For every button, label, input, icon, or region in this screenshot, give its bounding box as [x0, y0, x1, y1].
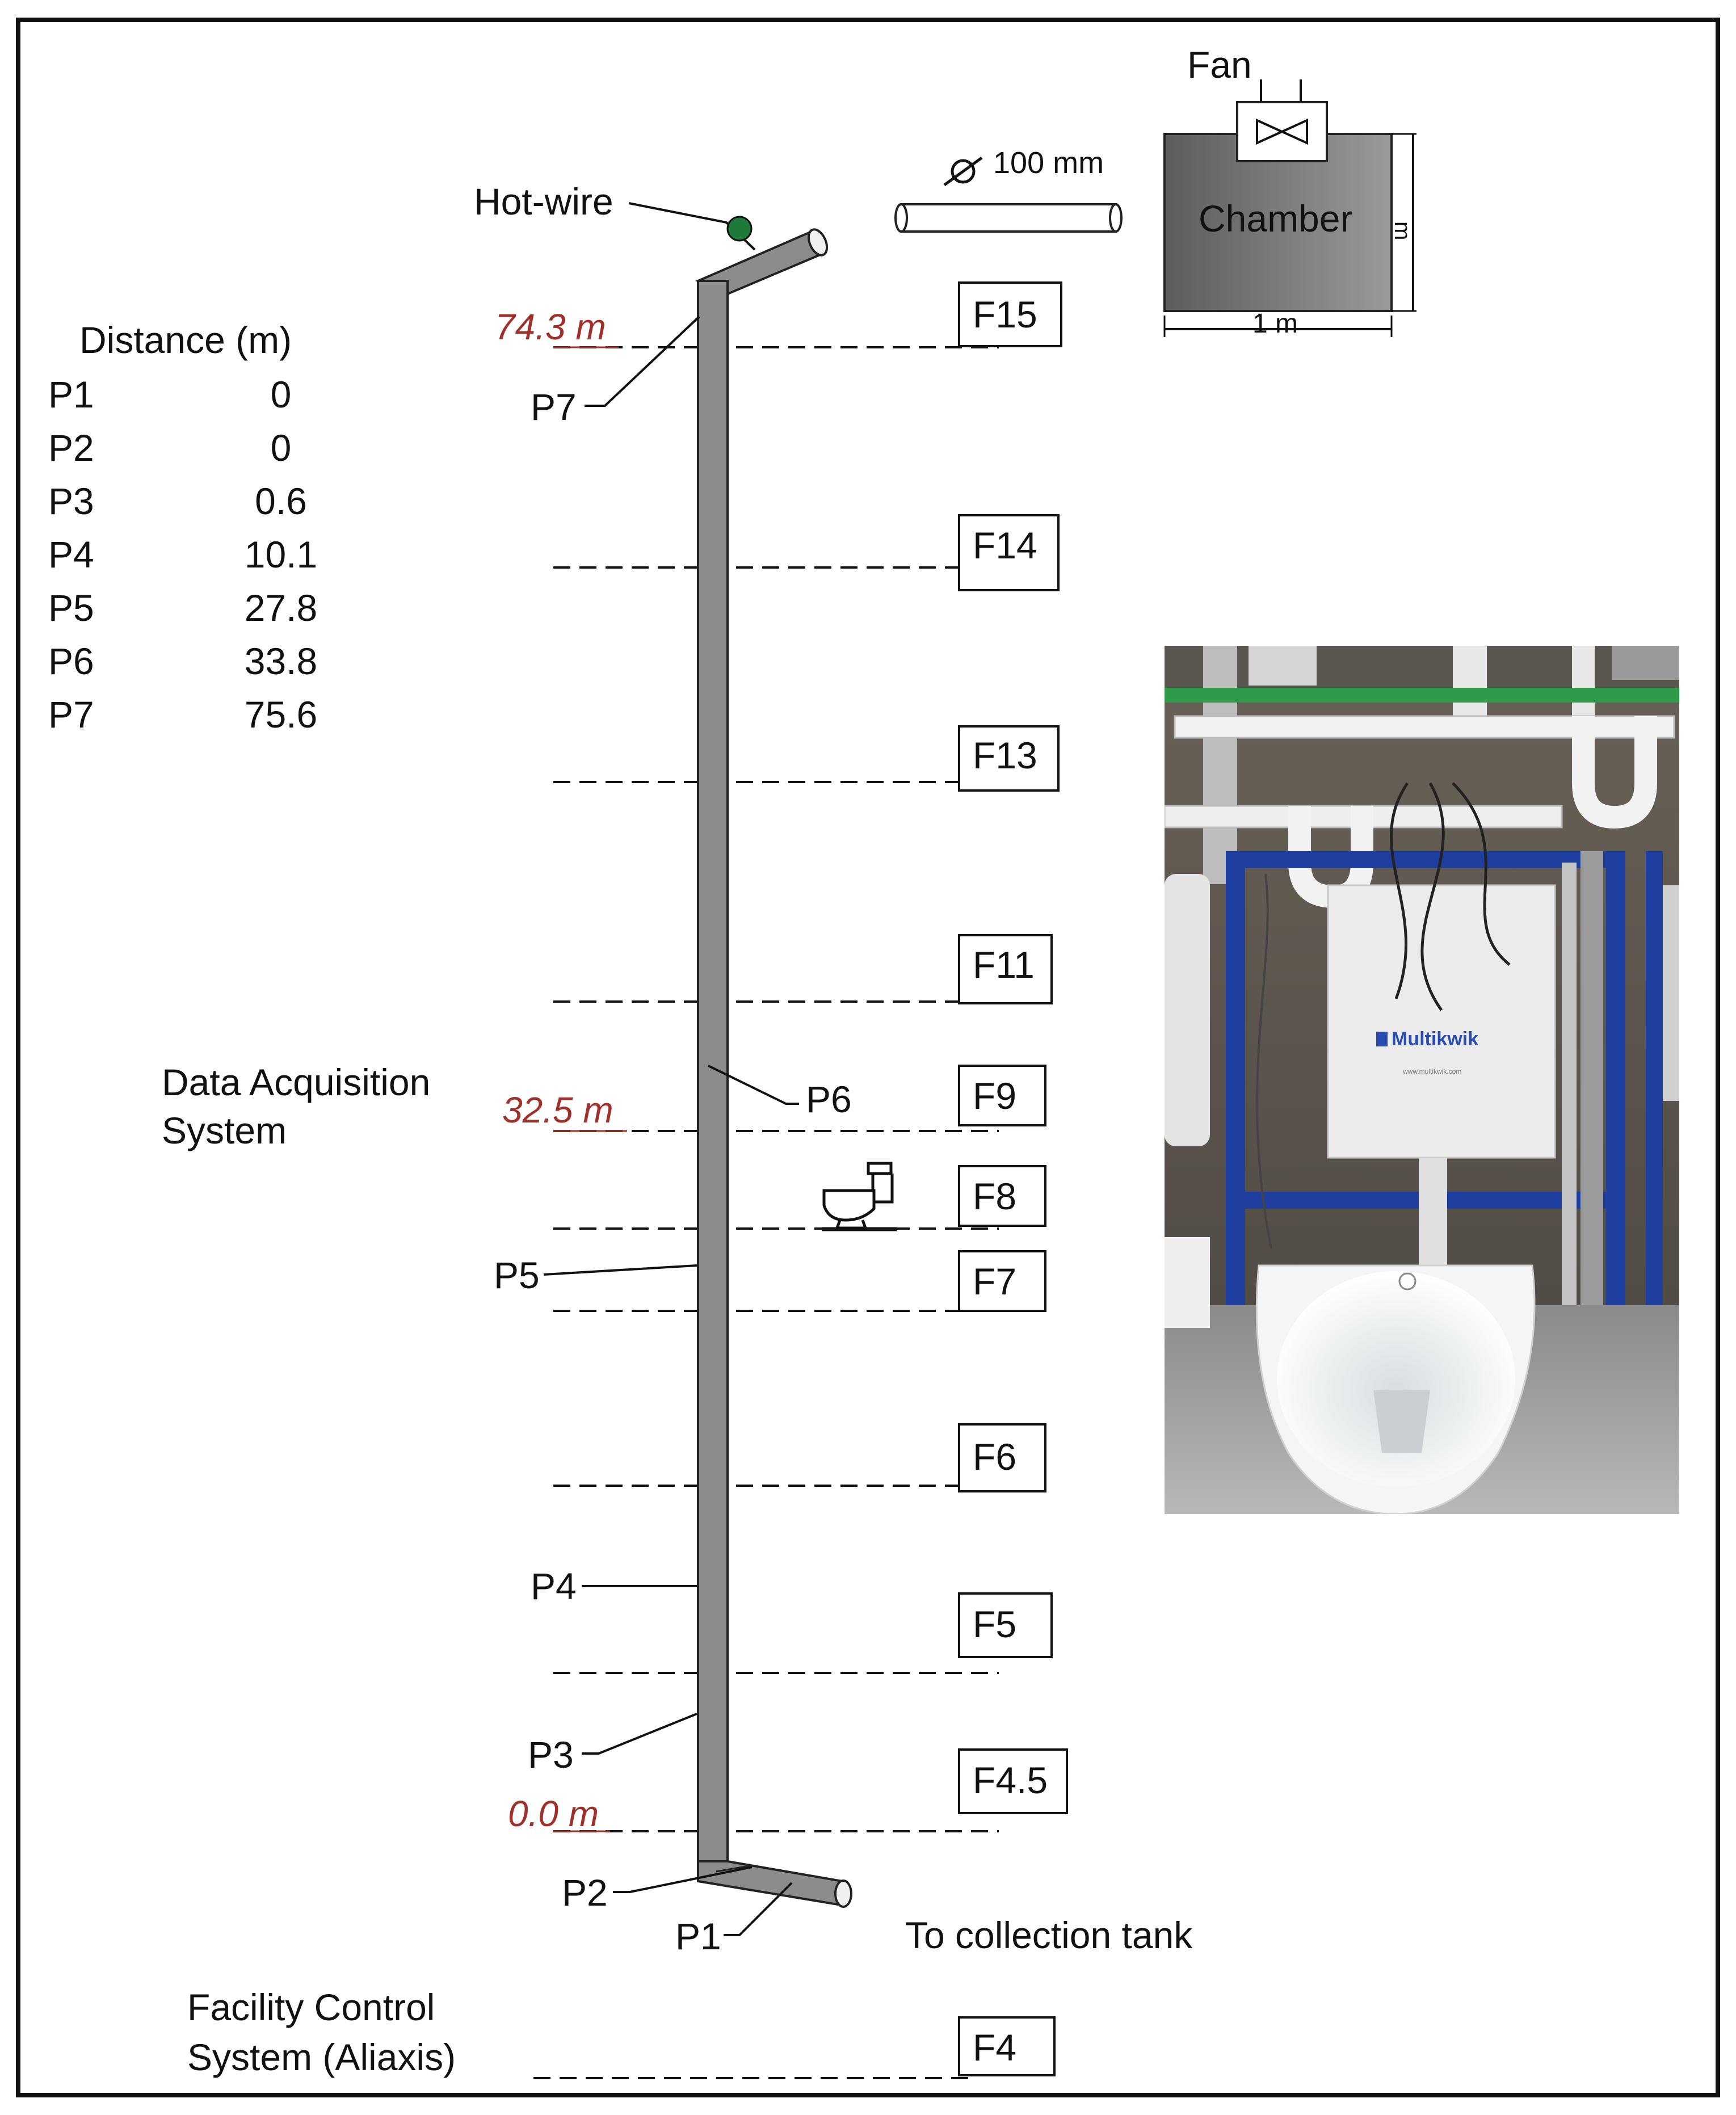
point-p1: P1	[675, 1882, 793, 1957]
photo-brand-url: www.multikwik.com	[1402, 1067, 1461, 1075]
fan-label: Fan	[1187, 44, 1252, 86]
floor-lines	[533, 346, 999, 2079]
svg-text:F9: F9	[973, 1075, 1016, 1117]
hot-wire-sensor: Hot-wire	[474, 180, 756, 251]
chamber: Chamber Fan 1 m m	[1163, 44, 1416, 339]
svg-text:P6: P6	[806, 1078, 852, 1120]
floor-box-f13: F13	[958, 725, 1060, 792]
floor-box-f45: F4.5	[958, 1748, 1068, 1814]
floor-box-f15: F15	[958, 281, 1062, 347]
floor-boxes: F15 F14 F13 F11 F9 F8 F7 F6 F5 F4.5 F4	[958, 281, 1068, 2076]
floor-box-f5: F5	[958, 1592, 1053, 1658]
floor-box-f11: F11	[958, 934, 1053, 1004]
point-p6: P6	[708, 1065, 852, 1120]
point-p7: P7	[531, 316, 700, 428]
distance-row-value: 75.6	[245, 693, 317, 735]
svg-text:P7: P7	[531, 386, 577, 428]
svg-text:F11: F11	[973, 944, 1035, 986]
svg-text:F4.5: F4.5	[973, 1759, 1048, 1801]
height-label-top: 74.3 m	[495, 306, 606, 347]
floor-box-f7: F7	[958, 1250, 1046, 1312]
stack-pipe	[695, 228, 852, 1908]
fan-icon	[1256, 118, 1308, 145]
hot-wire-dot	[726, 216, 753, 242]
distance-row-value: 0	[271, 427, 292, 469]
svg-text:P1: P1	[675, 1915, 721, 1957]
svg-text:F5: F5	[973, 1603, 1016, 1645]
distance-row-label: P3	[48, 480, 94, 522]
supply-pipe: 100 mm	[894, 146, 1123, 233]
data-acquisition-label-line2: System	[162, 1109, 287, 1151]
floor-box-f14: F14	[958, 514, 1060, 591]
distance-row-value: 10.1	[245, 533, 317, 575]
svg-text:F4: F4	[973, 2026, 1016, 2068]
toilet-icon	[822, 1162, 897, 1231]
hot-wire-label: Hot-wire	[474, 180, 613, 222]
svg-text:P2: P2	[562, 1872, 608, 1914]
svg-text:P5: P5	[494, 1254, 540, 1296]
floor-box-f4: F4	[958, 2016, 1056, 2076]
distance-row-label: P4	[48, 533, 94, 575]
floor-box-f6: F6	[958, 1423, 1046, 1492]
svg-text:P3: P3	[528, 1734, 574, 1776]
photo-brand-label: Multikwik	[1392, 1028, 1478, 1050]
multikwik-logo	[1376, 1032, 1388, 1046]
distance-row-value: 27.8	[245, 587, 317, 629]
distance-row-label: P1	[48, 373, 94, 415]
height-labels: 74.3 m 32.5 m 0.0 m	[495, 306, 627, 1834]
facility-control-label-line2: System (Aliaxis)	[187, 2036, 456, 2078]
chamber-label: Chamber	[1199, 197, 1352, 239]
distance-row-label: P6	[48, 640, 94, 682]
toilet-photo: Multikwik www.multikwik.com	[1165, 646, 1679, 1514]
point-p3: P3	[528, 1713, 697, 1776]
point-p4: P4	[531, 1565, 697, 1607]
pipe-diameter-label: 100 mm	[993, 146, 1104, 180]
vertical-stack	[697, 280, 729, 1882]
data-acquisition-label: Data Acquisition	[162, 1061, 430, 1103]
floor-box-f9: F9	[958, 1065, 1046, 1126]
chamber-box	[1163, 133, 1393, 312]
distance-row-label: P7	[48, 693, 94, 735]
svg-text:F15: F15	[973, 293, 1037, 335]
facility-control-label: Facility Control	[187, 1986, 435, 2028]
distance-row-value: 0	[271, 373, 292, 415]
point-p2: P2	[562, 1866, 753, 1914]
svg-text:F6: F6	[973, 1436, 1016, 1478]
floor-box-f8: F8	[958, 1165, 1046, 1227]
height-label-mid: 32.5 m	[502, 1090, 613, 1130]
distance-row-value: 33.8	[245, 640, 317, 682]
distance-row-label: P2	[48, 427, 94, 469]
bottom-elbow-opening	[834, 1879, 852, 1908]
diameter-icon	[943, 156, 983, 187]
chamber-width-label: 1 m	[1252, 309, 1298, 339]
collection-tank-label: To collection tank	[905, 1914, 1193, 1956]
svg-text:F13: F13	[973, 734, 1037, 776]
distance-row-value: 0.6	[255, 480, 307, 522]
chamber-height-label: m	[1390, 221, 1415, 240]
svg-text:F7: F7	[973, 1260, 1016, 1302]
measurement-points: P7 P6 P5 P4 P3 P2 P1	[494, 316, 852, 1957]
svg-text:F8: F8	[973, 1175, 1016, 1217]
distance-table-header: Distance (m)	[79, 319, 292, 361]
distance-row-label: P5	[48, 587, 94, 629]
top-elbow-opening	[807, 228, 829, 257]
point-p5: P5	[494, 1254, 697, 1296]
height-label-zero: 0.0 m	[508, 1793, 599, 1834]
svg-text:P4: P4	[531, 1565, 577, 1607]
svg-text:F14: F14	[973, 524, 1037, 566]
